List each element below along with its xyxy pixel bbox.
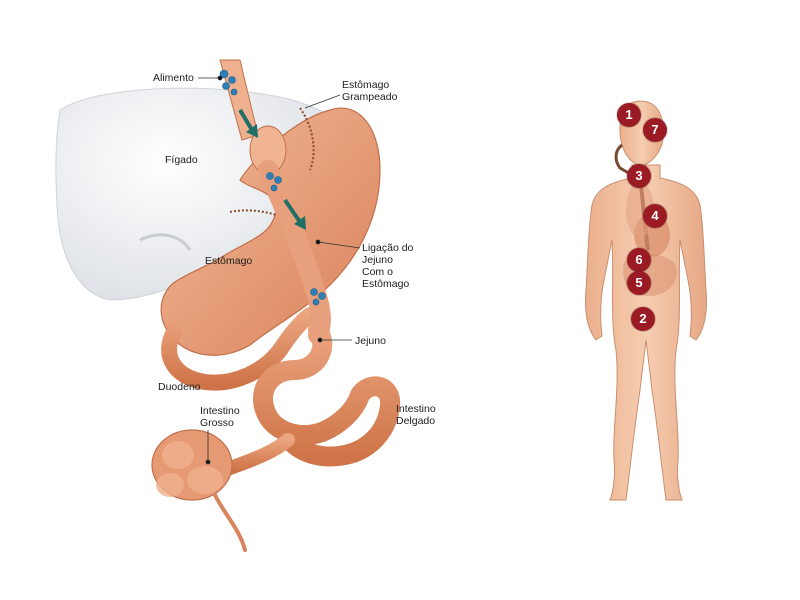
body-marker-2: 2 [631, 307, 655, 331]
label-alimento: Alimento [153, 72, 194, 84]
duodenum-shape [161, 307, 318, 391]
flow-arrow-2 [283, 198, 306, 230]
body-marker-1: 1 [617, 103, 641, 127]
body-marker-5: 5 [627, 271, 651, 295]
large-intestine-shape [151, 429, 247, 552]
staple-line-bottom [229, 209, 286, 219]
body-marker-3: 3 [627, 164, 651, 188]
food-particles [219, 69, 326, 306]
stomach-shape [160, 107, 381, 356]
label-duodeno: Duodeno [158, 381, 201, 393]
label-estomago: Estômago [205, 255, 253, 267]
body-marker-4: 4 [643, 204, 667, 228]
small-intestine-tail [218, 433, 295, 477]
body-marker-7: 7 [643, 118, 667, 142]
label-intestino-grosso: Intestino Grosso [200, 405, 240, 429]
staple-line-top [299, 107, 315, 171]
label-ligacao: Ligação do Jejuno Com o Estômago [362, 242, 414, 290]
label-jejuno: Jejuno [355, 335, 386, 347]
label-intestino-delgado: Intestino Delgado [396, 403, 436, 427]
label-estomago-grampeado: Estômago Grampeado [342, 79, 398, 103]
body-marker-6: 6 [627, 248, 651, 272]
leader-ligacao [317, 241, 361, 249]
label-figado: Fígado [165, 154, 198, 166]
leader-estomago-grampeado [304, 94, 341, 109]
human-body-figure [585, 100, 707, 501]
small-intestine-shape [253, 320, 400, 467]
flow-arrow [238, 108, 258, 138]
